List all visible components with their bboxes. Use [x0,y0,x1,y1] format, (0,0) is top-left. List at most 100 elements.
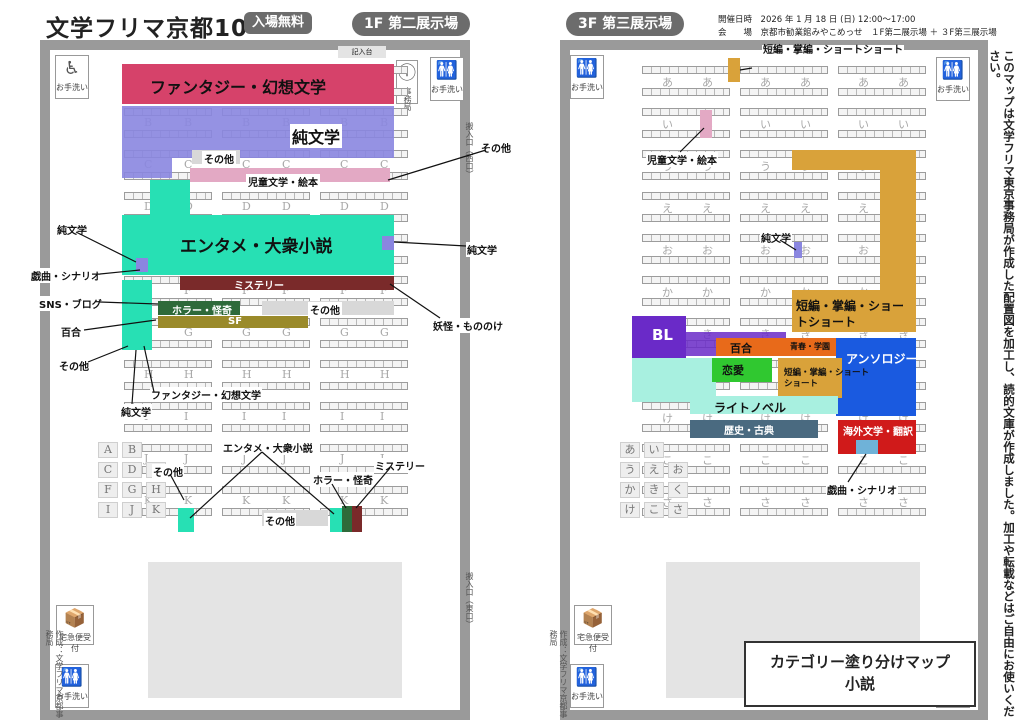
callout-mystery2: ミステリー [374,458,426,473]
hall-1f-row-letter: K [380,494,389,507]
callout-sonota-bottom: その他 [152,464,184,479]
hall-1f-row-letter: I [282,410,287,423]
hall-3f-seat-row [838,88,926,96]
seat-ticks [741,89,827,95]
zone-gikyoku-3f [856,440,878,454]
label-seishun: 青春・学園 [790,342,830,351]
hall-1f-row-letter: K [184,494,193,507]
callout-sonota-left: その他 [58,358,90,373]
callout-fantasy2: ファンタジー・幻想文学 [150,387,262,402]
mini-grid-cell: お [668,462,688,478]
hall-1f-seat-row [320,424,408,432]
seat-ticks [643,193,729,199]
restroom-3f-topleft: 🚻お手洗い [570,55,604,99]
mini-grid-cell: A [98,442,118,458]
label-yuri-3f: 百合 [730,342,752,355]
hall-3f-row-letter: こ [800,454,811,467]
venue-value: 京都市勧業館みやこめっせ １F第二展示場 ＋ ３F第三展示場 [760,28,997,38]
hall-1f-seat-row [222,340,310,348]
seat-ticks [223,193,309,199]
mini-grid-cell: C [98,462,118,478]
hall-3f-row-letter: い [898,118,909,131]
entry-form-desk-1f: 記入台 [338,46,386,58]
hall-1f-row-letter: H [340,368,350,381]
hall-1f-seat-row [222,466,310,474]
hall-3f-row-letter: あ [702,76,713,89]
seat-ticks [223,467,309,473]
delivery-label: 宅急便受付 [577,633,609,653]
hall-3f-seat-row [740,508,828,516]
seat-ticks [125,487,211,493]
mini-grid-cell: I [98,502,118,518]
package-icon: 📦 [63,608,87,629]
restroom-icon: 🚻 [575,667,599,688]
seat-ticks [643,319,729,325]
hall-1f-seat-row [222,382,310,390]
legend-line2: 小説 [844,675,875,693]
hall-1f-open-area [148,562,402,698]
restroom-icon: 🚻 [435,60,459,81]
zone-tanpen-big [792,290,916,332]
label-sonota-2: その他 [308,302,342,317]
seat-ticks [321,509,407,515]
leader-entame2 [189,451,263,519]
callout-sns: SNS・ブログ [38,296,103,311]
seat-ticks [643,215,729,221]
label-kaigai: 海外文学・翻訳 [843,427,913,438]
hall-1f-seat-row [222,192,310,200]
hall-3f-seat-row [838,130,926,138]
leader-sonota-left [87,345,129,363]
leader-yuri [83,319,157,331]
mini-grid-cell: い [644,442,664,458]
seat-ticks [741,299,827,305]
restroom-1f-topright: 🚻お手洗い [430,57,464,101]
seat-ticks [741,173,827,179]
seat-ticks [643,257,729,263]
mini-grid-cell: あ [620,442,640,458]
mini-grid-cell: F [98,482,118,498]
hall-3f-row-letter: け [760,412,771,425]
mini-grid-cell: J [122,502,142,518]
hall-3f-row-letter: け [702,412,713,425]
seat-ticks [125,509,211,515]
hall-3f-row-letter: あ [760,76,771,89]
callout-sonota-right: その他 [480,140,512,155]
restroom-label: お手洗い [937,85,969,94]
delivery-desk-1f: 📦宅急便受付 [56,605,94,653]
leader-jidou-3f [679,127,705,153]
hall-1f-row-letter: I [340,410,345,423]
hall-3f-row-letter: こ [662,454,673,467]
leader-gikyoku-3f [847,453,867,483]
hall-1f-row-letter: F [184,284,192,297]
date-label: 開催日時 [718,15,753,25]
hall-3f-seat-row [642,234,730,242]
hall-1f-seat-row [320,192,408,200]
leader-sonota-right [387,149,487,181]
callout-entame2: エンタメ・大衆小説 [222,440,314,455]
seat-ticks [643,299,729,305]
seat-ticks [839,131,925,137]
hall-3f-seat-row [838,508,926,516]
seat-ticks [643,445,729,451]
label-mystery: ミステリー [234,281,284,292]
zone-seishun [782,338,844,356]
leader-youkai [389,283,441,319]
zone-yuri [716,338,782,356]
entrance-east: 搬入口（東口） [465,572,474,628]
restroom-label: お手洗い [571,83,603,92]
entrance-west: 搬入口（西口） [465,122,474,178]
hall-3f-row-letter: あ [858,76,869,89]
hall-3f-seat-row [740,444,828,452]
seat-ticks [643,89,729,95]
seat-ticks [125,277,211,283]
zone-rekishi [690,420,818,438]
restroom-1f-bottomleft: 🚻お手洗い [55,664,89,708]
hall-1f-row-letter: F [340,284,348,297]
event-info: 開催日時 2026 年 1 月 18 日 (日) 12:00〜17:00 会 場… [718,14,997,40]
mini-grid-cell: B [122,442,142,458]
hall-1f-seat-row [222,402,310,410]
hall-1f-row-letter: K [242,494,251,507]
hall-3f-row-letter: お [662,244,673,257]
hall-3f-row-letter: え [662,202,673,215]
label-renai: 恋愛 [722,364,744,377]
